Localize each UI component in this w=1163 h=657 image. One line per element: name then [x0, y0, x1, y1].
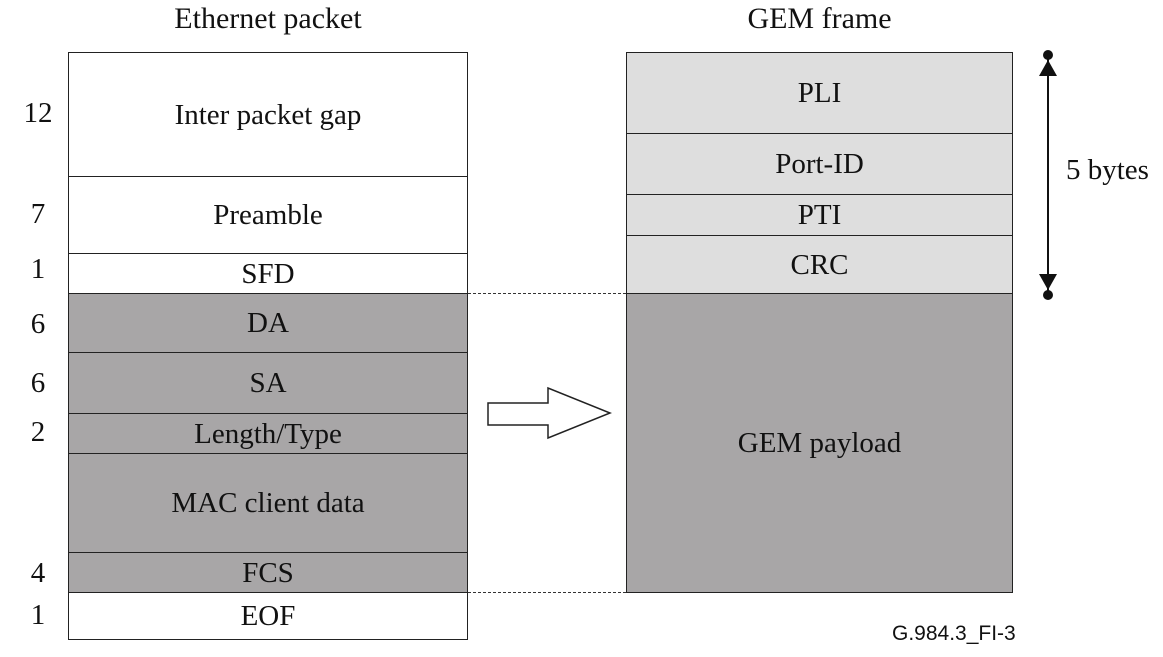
field-label: Length/Type — [194, 417, 342, 450]
ethernet-packet-title: Ethernet packet — [174, 2, 362, 35]
field-fcs: FCS — [68, 552, 468, 594]
field-label: SA — [249, 367, 287, 399]
field-label: MAC client data — [171, 487, 365, 519]
header-size-label: 5 bytes — [1066, 154, 1149, 186]
mapping-line-bottom — [468, 592, 626, 593]
field-gem-payload: GEM payload — [626, 293, 1013, 593]
byte-count-preamble: 7 — [30, 198, 46, 230]
mapping-arrow-icon — [487, 386, 613, 440]
dimension-arrow-icon — [1039, 50, 1057, 300]
field-label: EOF — [240, 599, 296, 632]
byte-count-ipg: 12 — [23, 97, 53, 129]
field-da: DA — [68, 293, 468, 354]
gem-frame-title: GEM frame — [747, 2, 892, 35]
field-pli: PLI — [626, 52, 1013, 135]
field-eof: EOF — [68, 592, 468, 640]
field-mac-client-data: MAC client data — [68, 453, 468, 554]
field-label: Inter packet gap — [174, 98, 362, 131]
figure-id: G.984.3_FI-3 — [892, 622, 1016, 645]
field-sfd: SFD — [68, 253, 468, 295]
field-label: FCS — [242, 556, 294, 589]
byte-count-fcs: 4 — [30, 557, 46, 589]
byte-count-sfd: 1 — [30, 253, 46, 285]
field-label: Preamble — [213, 199, 323, 231]
field-label: DA — [247, 307, 289, 339]
byte-count-length-type: 2 — [30, 416, 46, 448]
field-label: SFD — [241, 257, 295, 290]
byte-count-sa: 6 — [30, 367, 46, 399]
byte-count-eof: 1 — [30, 599, 46, 631]
byte-count-da: 6 — [30, 308, 46, 340]
field-label: PTI — [797, 199, 842, 231]
mapping-line-top — [468, 293, 626, 294]
field-preamble: Preamble — [68, 176, 468, 255]
field-pti: PTI — [626, 194, 1013, 237]
field-port-id: Port-ID — [626, 133, 1013, 196]
field-label: CRC — [790, 248, 849, 281]
field-crc: CRC — [626, 235, 1013, 295]
field-label: GEM payload — [737, 426, 902, 459]
field-label: PLI — [797, 77, 842, 109]
field-label: Port-ID — [775, 148, 864, 180]
